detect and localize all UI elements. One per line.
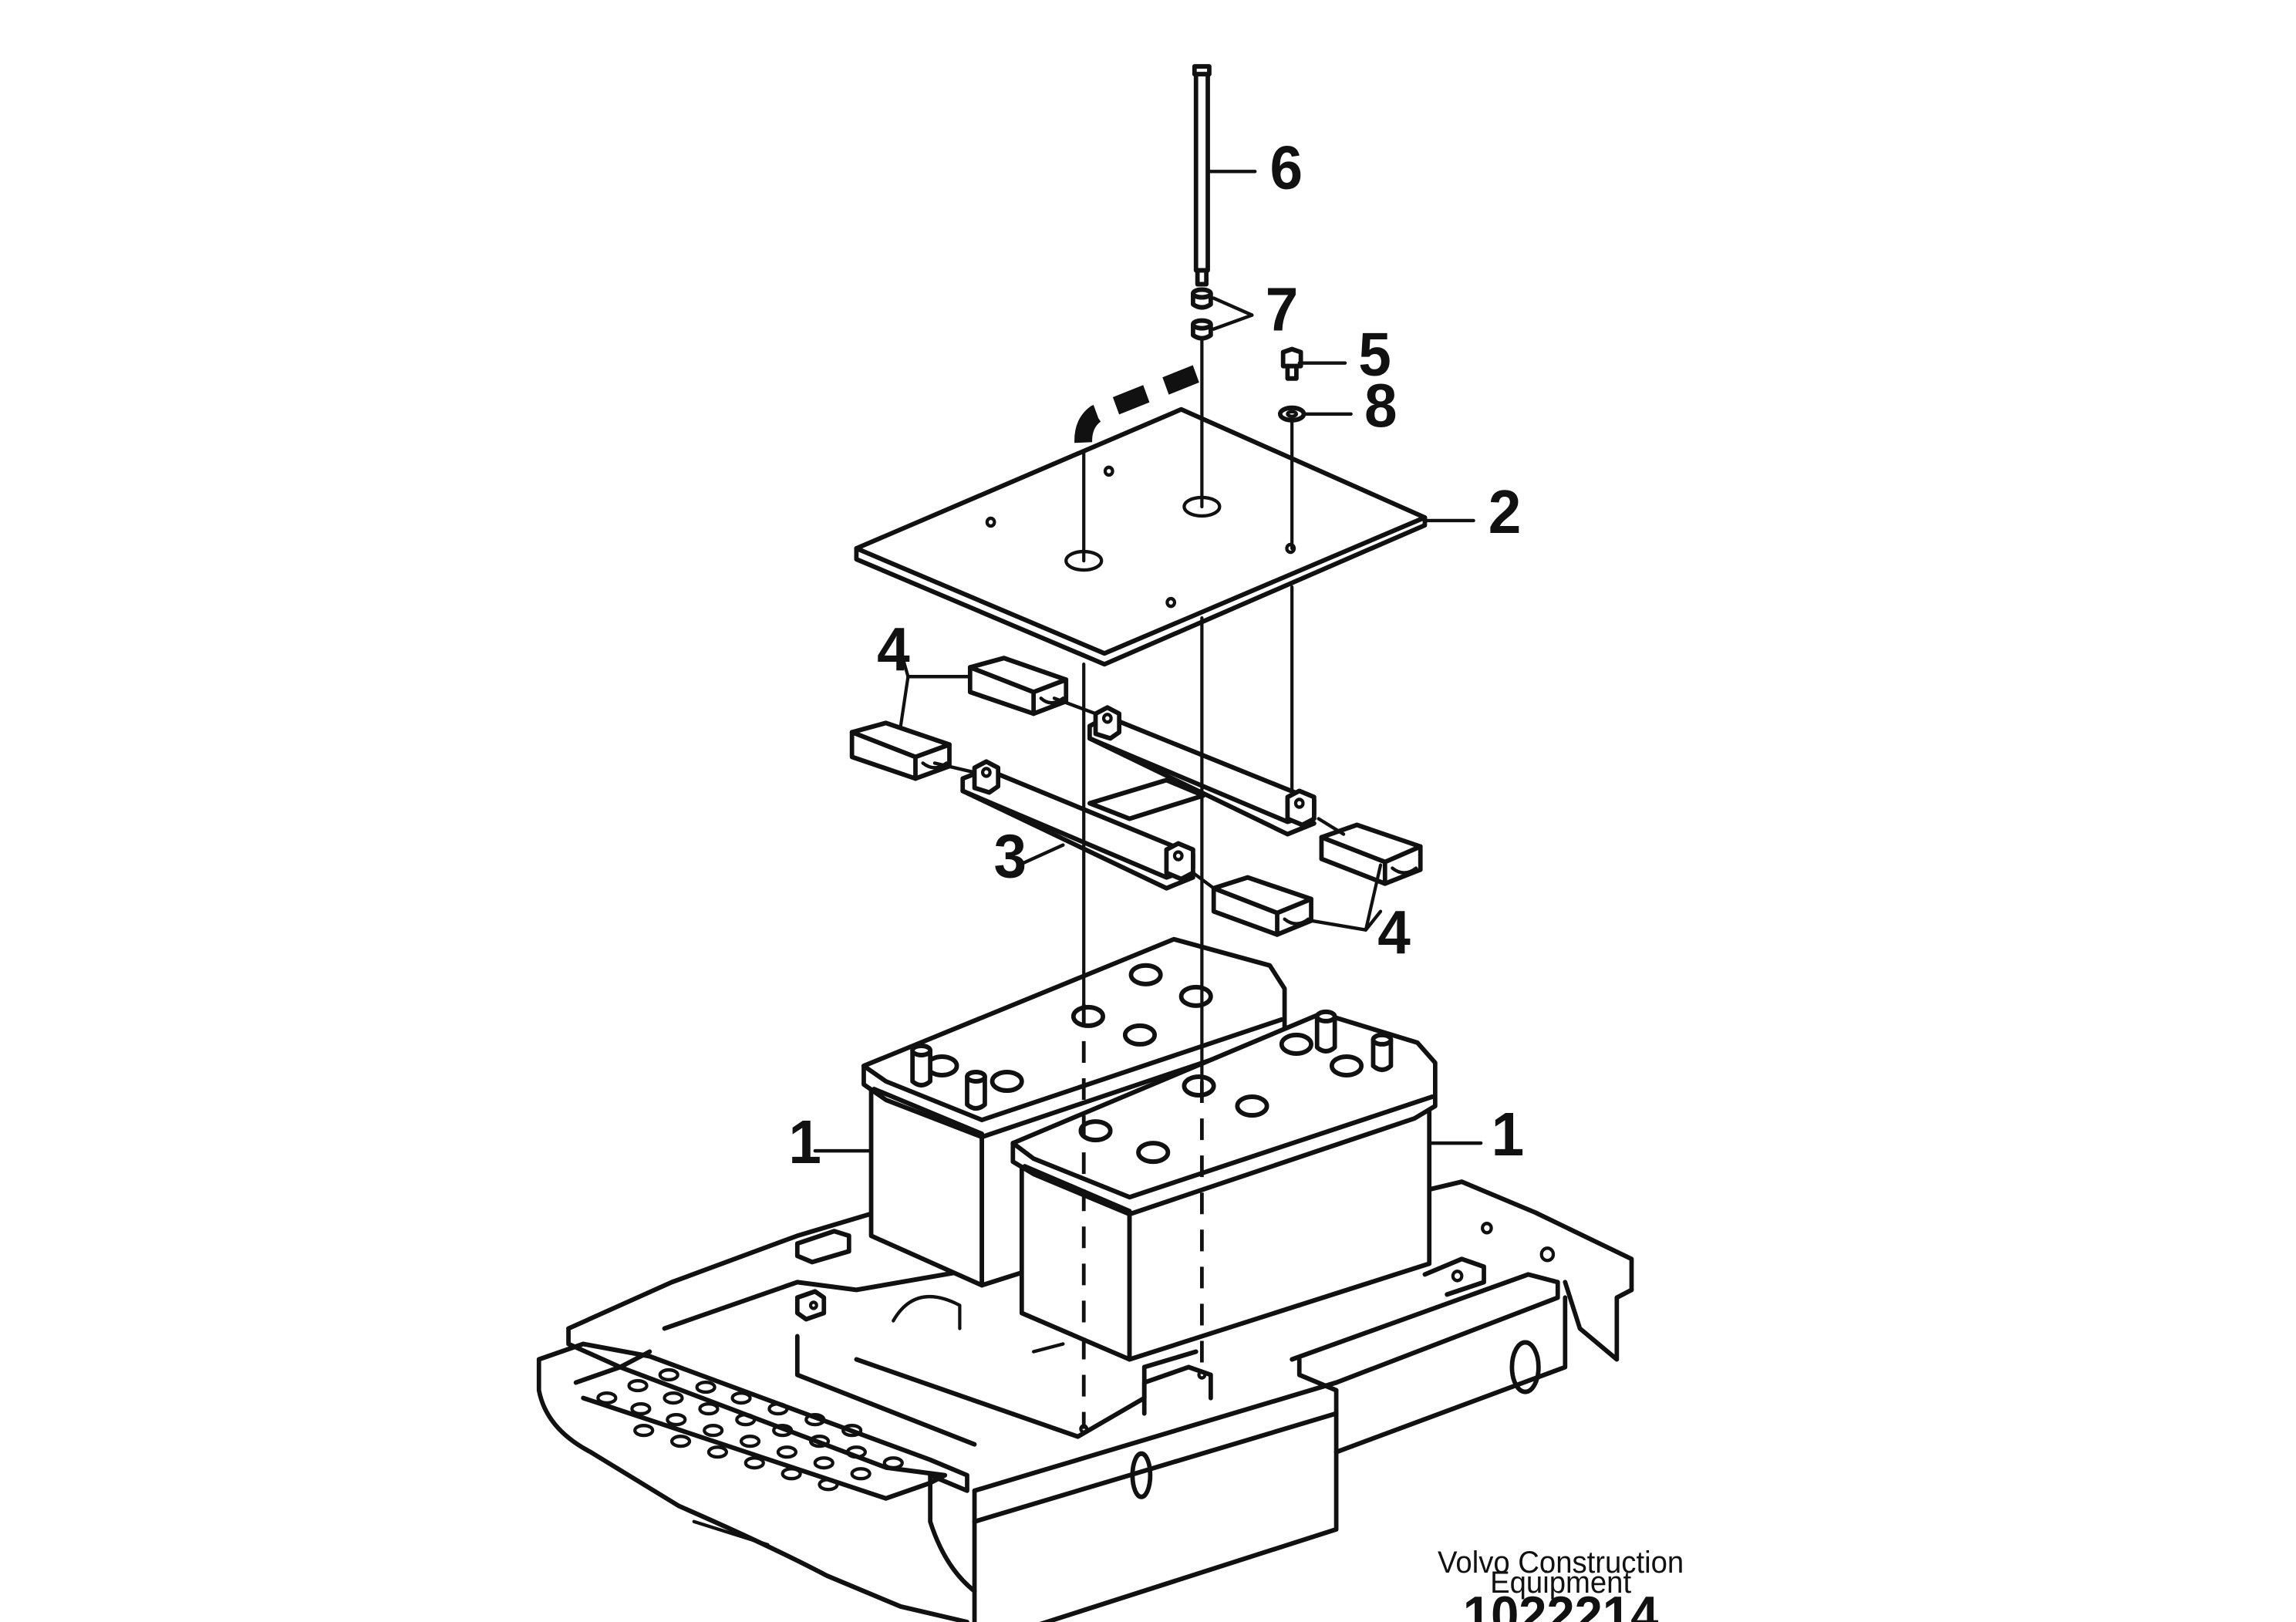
callout-4-top: 4 (877, 615, 910, 684)
bolt-5 (1280, 346, 1303, 381)
brand-line-1: Volvo Construction (1438, 1546, 1684, 1580)
brand-line-2: Equipment (1490, 1566, 1631, 1600)
callout-7: 7 (1266, 275, 1299, 344)
protector-right (1319, 822, 1423, 886)
callout-4-bottom: 4 (1377, 897, 1411, 966)
assembly-lines (932, 338, 1346, 1434)
battery-frame-base (536, 1172, 1634, 1622)
drawing-number: 1022214 (1463, 1587, 1658, 1622)
step-holes (596, 1367, 904, 1492)
rod-6 (1192, 64, 1212, 287)
washers-7 (1191, 287, 1213, 341)
protector-bottom (1211, 875, 1313, 937)
callout-8: 8 (1364, 370, 1397, 440)
protector-mid-left (849, 720, 952, 781)
callout-3: 3 (993, 821, 1027, 891)
hold-down-bar-front (960, 759, 1195, 891)
battery-front (1010, 1009, 1438, 1362)
callout-6: 6 (1269, 133, 1303, 202)
cable-routing-dashed (1074, 365, 1199, 450)
callout-5: 5 (1358, 319, 1391, 389)
callout-1-left: 1 (788, 1108, 821, 1177)
callout-1-right: 1 (1492, 1100, 1525, 1169)
washer-8 (1277, 405, 1306, 423)
protector-top-left (967, 656, 1069, 717)
leader-lines (813, 170, 1483, 1153)
battery-cover-plate (854, 406, 1428, 667)
callout-2: 2 (1489, 477, 1522, 546)
